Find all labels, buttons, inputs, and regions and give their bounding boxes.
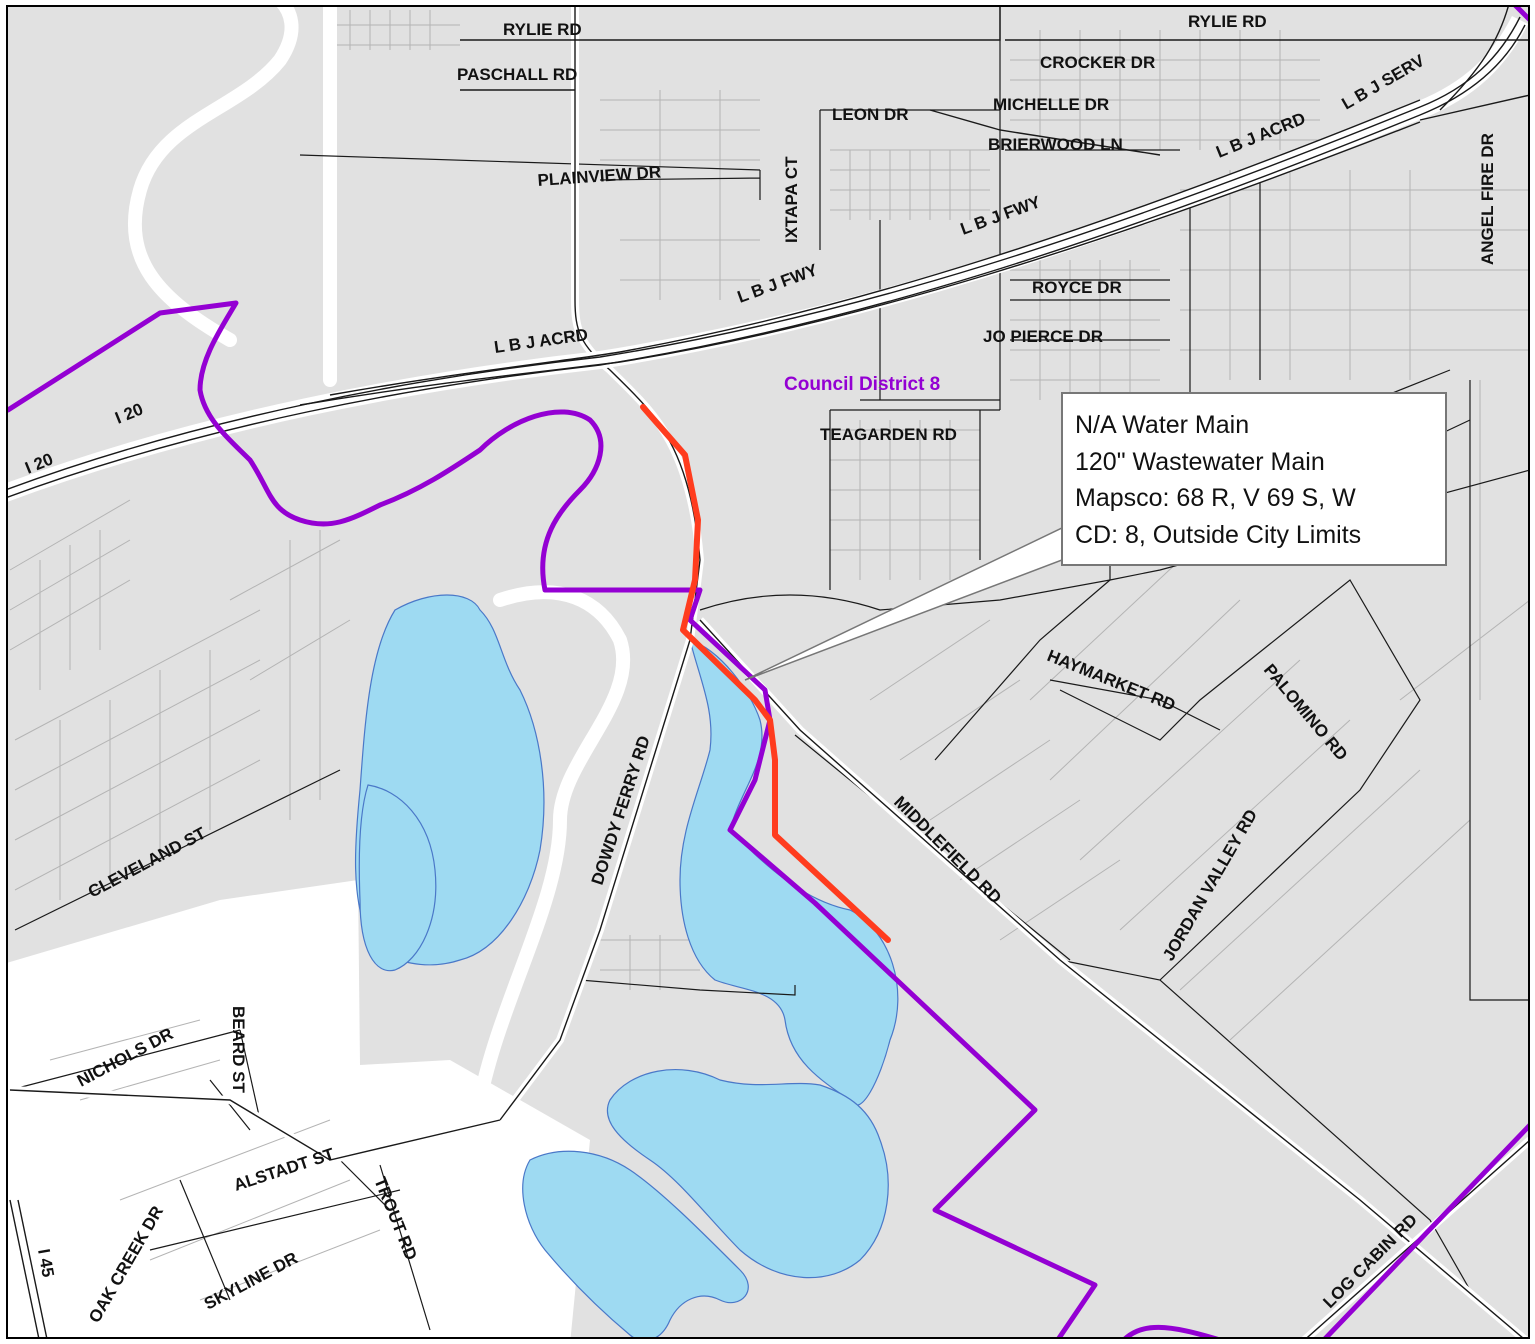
callout-line-3: Mapsco: 68 R, V 69 S, W (1075, 484, 1356, 512)
road-label-rylie-rd: RYLIE RD (503, 20, 582, 39)
callout-line-4: CD: 8, Outside City Limits (1075, 521, 1361, 549)
road-label-beard-st: BEARD ST (229, 1006, 248, 1094)
district-boundary (7, 300, 1098, 1338)
road-label-rylie-rd-east: RYLIE RD (1188, 12, 1267, 31)
road-label-leon-dr: LEON DR (832, 105, 909, 124)
callout-box-frame (1061, 392, 1447, 566)
outside-area (7, 880, 590, 1338)
road-label-ixtapa-ct: IXTAPA CT (782, 156, 801, 243)
water-bodies (354, 594, 899, 1338)
road-label-brierwood-ln: BRIERWOOD LN (988, 135, 1123, 154)
road-label-angel-fire-dr: ANGEL FIRE DR (1478, 133, 1497, 265)
road-label-i45: I 45 (34, 1247, 58, 1278)
council-district-label: Council District 8 (784, 374, 940, 395)
road-label-jo-pierce-dr: JO PIERCE DR (983, 327, 1103, 346)
district-boundary-east (1322, 1122, 1529, 1338)
lake-south (522, 1150, 749, 1338)
callout-box: N/A Water Main 120" Wastewater Main Maps… (1061, 392, 1447, 566)
district-boundary-south (1122, 1324, 1229, 1338)
map-border (6, 5, 1530, 1339)
river-channel (471, 585, 631, 1338)
road-label-crocker-dr: CROCKER DR (1040, 53, 1155, 72)
road-label-teagarden-rd: TEAGARDEN RD (820, 425, 957, 444)
callout-line-1: N/A Water Main (1075, 411, 1249, 439)
parcel-lines (9, 10, 1529, 1301)
river-channel-north (127, 6, 299, 347)
pond-west (358, 784, 437, 972)
district-boundary-ne (1512, 6, 1529, 23)
road-label-michelle-dr: MICHELLE DR (993, 95, 1109, 114)
road-label-royce-dr: ROYCE DR (1032, 278, 1122, 297)
lake-central (606, 1069, 889, 1279)
wastewater-main-pipeline[interactable] (640, 404, 891, 943)
road-label-paschall-rd: PASCHALL RD (457, 65, 577, 84)
callout-line-2: 120" Wastewater Main (1075, 448, 1325, 476)
